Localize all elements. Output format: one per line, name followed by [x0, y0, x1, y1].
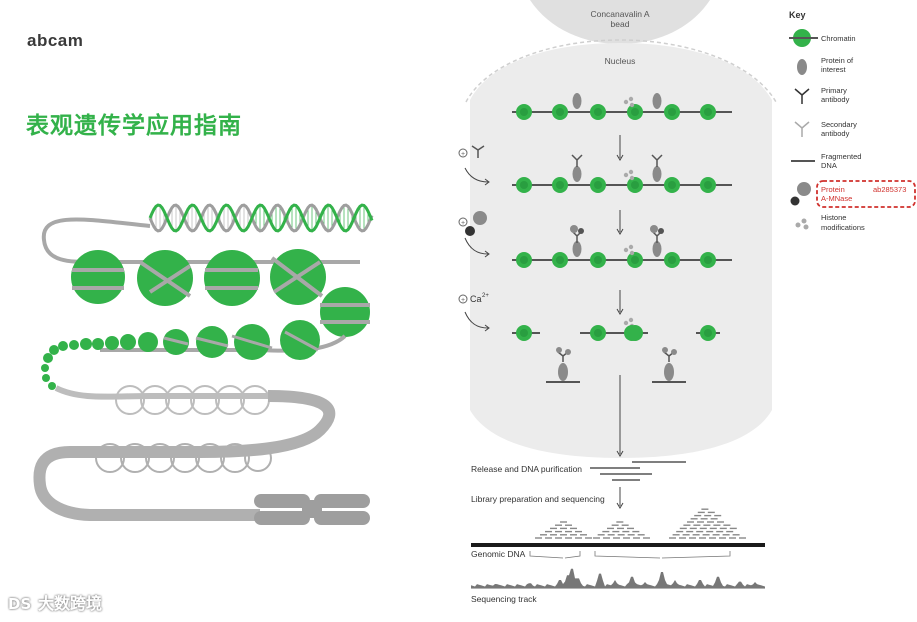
- step-release-label: Release and DNA purification: [471, 464, 582, 474]
- chromatin-rows: [512, 93, 732, 341]
- key-primary-antibody: Primary antibody: [794, 86, 850, 104]
- key-histone-modifications: Histone modifications: [795, 213, 865, 232]
- dna-helix: [148, 203, 374, 233]
- svg-text:Primary: Primary: [821, 86, 847, 95]
- watermark-text: 大数跨境: [38, 594, 103, 613]
- add-calcium: + Ca 2+: [458, 293, 490, 332]
- svg-text:Histone: Histone: [821, 213, 846, 222]
- nucleosome-row-2: [41, 320, 320, 390]
- page-title: 表观遗传学应用指南: [26, 113, 242, 139]
- key-protein: Protein of interest: [797, 56, 854, 75]
- purified-dna: [590, 461, 686, 481]
- chromatin-folding-illustration: [33, 203, 374, 525]
- nucleus: [470, 43, 772, 458]
- ca-label: Ca: [470, 294, 482, 304]
- svg-text:+: +: [461, 151, 465, 158]
- step-arrows: [616, 135, 624, 509]
- ca-superscript: 2+: [482, 293, 489, 299]
- svg-text:A-MNase: A-MNase: [821, 194, 852, 203]
- watermark-logo-icon: DS: [8, 595, 32, 613]
- svg-text:DNA: DNA: [821, 161, 837, 170]
- key-legend: Key Chromatin Protein of interest Primar…: [789, 10, 916, 232]
- key-title: Key: [789, 10, 806, 20]
- bead-label-1: Concanavalin A: [590, 9, 649, 19]
- svg-text:Chromatin: Chromatin: [821, 34, 856, 43]
- dna-linker: [41, 217, 151, 264]
- key-secondary-antibody: Secondary antibody: [794, 120, 857, 138]
- step-genomic-label: Genomic DNA: [471, 549, 526, 559]
- bead-label-2: bead: [611, 19, 630, 29]
- nucleosome-row-1: [71, 249, 370, 337]
- svg-text:interest: interest: [821, 65, 847, 74]
- released-fragments: [546, 347, 686, 383]
- sequencing-reads: [535, 508, 746, 539]
- chromatin-loops: [115, 385, 270, 415]
- svg-text:modifications: modifications: [821, 223, 865, 232]
- key-pa-mnase: Protein A-MNase ab285373: [790, 180, 916, 208]
- step-library-label: Library preparation and sequencing: [471, 494, 605, 504]
- chromosome: [254, 494, 370, 525]
- concanavalin-bead: [530, 0, 710, 44]
- svg-text:+: +: [461, 297, 465, 304]
- add-primary-antibody: +: [458, 145, 490, 186]
- pa-mnase-catalog-code: ab285373: [873, 185, 906, 194]
- genomic-dna-bar: [471, 543, 765, 547]
- svg-text:antibody: antibody: [821, 95, 850, 104]
- svg-text:Protein: Protein: [821, 185, 845, 194]
- key-chromatin: Chromatin: [789, 29, 856, 47]
- cut-and-run-diagram: Concanavalin A bead Nucleus + + + Ca 2+: [458, 0, 916, 604]
- cover-panel: abcam 表观遗传学应用指南: [0, 0, 400, 622]
- pa-mnase-highlight-box: [816, 180, 916, 208]
- svg-text:antibody: antibody: [821, 129, 850, 138]
- svg-text:+: +: [461, 220, 465, 227]
- sequencing-track-peaks: [471, 568, 765, 588]
- svg-text:Protein of: Protein of: [821, 56, 854, 65]
- svg-text:Fragmented: Fragmented: [821, 152, 861, 161]
- key-fragmented-dna: Fragmented DNA: [791, 152, 861, 170]
- watermark: DS 大数跨境: [8, 590, 102, 614]
- nucleus-label: Nucleus: [605, 56, 636, 66]
- add-pa-mnase: +: [458, 211, 490, 258]
- abcam-logo: abcam: [27, 31, 84, 50]
- svg-text:Secondary: Secondary: [821, 120, 857, 129]
- step-track-label: Sequencing track: [471, 594, 537, 604]
